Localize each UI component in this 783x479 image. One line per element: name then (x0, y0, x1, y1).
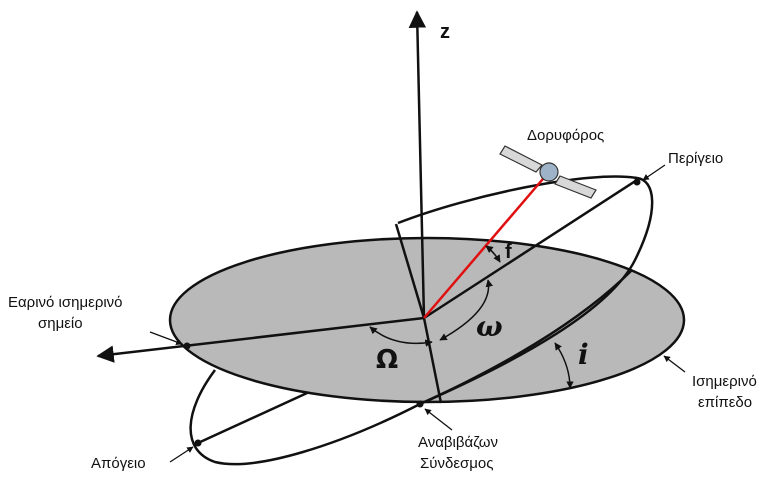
true-anomaly-arc (485, 245, 501, 263)
orbit-lower-arc (189, 369, 421, 466)
equatorial-plane-pointer (663, 355, 686, 373)
true-anomaly-symbol: f (505, 241, 512, 263)
apogee-pointer (169, 446, 194, 463)
satellite-icon (499, 145, 597, 199)
perigee-pointer (642, 164, 666, 181)
orbit-upper-arc (397, 175, 654, 406)
arg-perigee-symbol: ω (476, 310, 503, 343)
ascending-node-label-line1: Αναβιβάζων (418, 434, 498, 451)
raan-arc (369, 326, 433, 347)
equatorial-plane-label-line1: Ισημερινό (692, 373, 757, 390)
vernal-equinox-label-line1: Εαρινό ισημερινό (8, 294, 123, 311)
vernal-equinox-pointer (149, 331, 183, 345)
vernal-equinox-label-line2: σημείο (38, 315, 83, 332)
apsides-line-lower (197, 386, 319, 445)
z-axis-label: z (440, 21, 450, 43)
vernal-equinox-point (183, 342, 191, 350)
ascending-node-point (416, 400, 424, 408)
raan-symbol: Ω (376, 345, 398, 375)
satellite-label: Δορυφόρος (527, 127, 604, 144)
projection-line (394, 223, 426, 319)
arg-perigee-arc (439, 279, 493, 341)
inclination-arc (554, 342, 574, 389)
inclination-symbol: i (578, 338, 589, 371)
ascending-node-label-line2: Σύνδεσμος (420, 455, 493, 472)
apogee-label: Απόγειο (91, 455, 146, 472)
equatorial-plane (168, 236, 686, 404)
ascending-node-pointer (424, 408, 453, 431)
z-axis (408, 10, 427, 319)
vernal-equinox-axis (96, 316, 425, 363)
apogee-point (194, 439, 202, 447)
perigee-label: Περίγειο (668, 150, 723, 167)
orbit-front-segment (419, 269, 633, 406)
perigee-point (633, 178, 641, 186)
equatorial-plane-label-line2: επίπεδο (698, 394, 752, 411)
